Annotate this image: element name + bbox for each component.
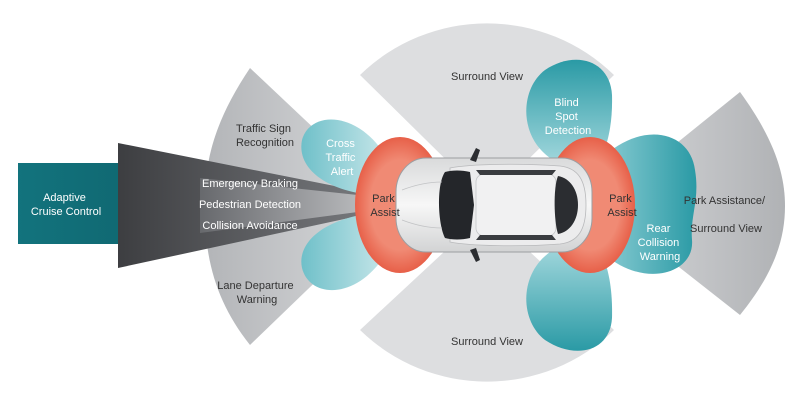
emergency-braking-label: Emergency Braking bbox=[202, 178, 298, 190]
cross-traffic-alert-label: Cross Traffic Alert bbox=[325, 138, 358, 178]
pedestrian-detection-label: Pedestrian Detection bbox=[199, 199, 301, 211]
car-top-view bbox=[395, 148, 593, 262]
surround-view-top-label: Surround View bbox=[451, 71, 523, 83]
blind-spot-detection-label: Blind Spot Detection bbox=[545, 97, 591, 137]
park-assistance-surround-view-label: Park Assistance/ Surround View bbox=[684, 195, 768, 235]
park-assist-front-label: Park Assist bbox=[370, 193, 399, 219]
park-assist-rear-label: Park Assist bbox=[607, 193, 636, 219]
collision-avoidance-label: Collision Avoidance bbox=[202, 220, 297, 232]
windshield bbox=[438, 170, 474, 240]
adaptive-cruise-control-label: Adaptive Cruise Control bbox=[31, 192, 101, 218]
pedestrian-detection-zone bbox=[200, 178, 395, 233]
rear-collision-warning-label: Rear Collision Warning bbox=[638, 223, 683, 263]
traffic-sign-recognition-label: Traffic Sign Recognition bbox=[236, 123, 294, 149]
surround-view-bottom-label: Surround View bbox=[451, 336, 523, 348]
lane-departure-warning-label: Lane Departure Warning bbox=[217, 280, 297, 306]
rear-window bbox=[554, 176, 578, 234]
